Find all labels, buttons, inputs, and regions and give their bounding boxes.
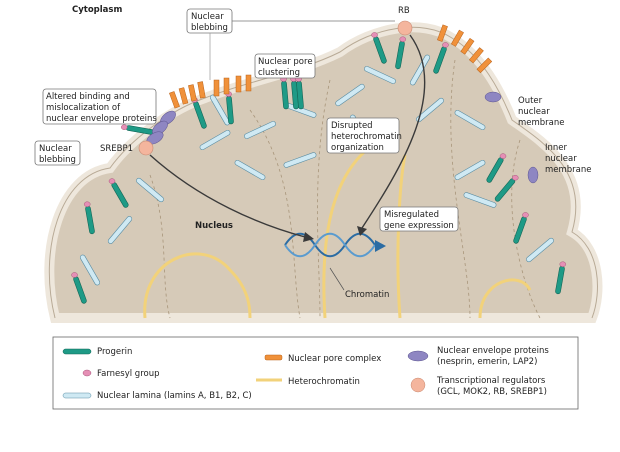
farnesyl-group <box>512 174 519 181</box>
label-nuclear-blebbing-left: Nuclear blebbing <box>34 140 81 166</box>
lamina-rod <box>335 83 365 107</box>
svg-text:Nuclear lamina (lamins A, B1,: Nuclear lamina (lamins A, B1, B2, C) <box>97 391 252 401</box>
svg-text:Disrupted: Disrupted <box>331 121 373 131</box>
svg-text:Altered binding and: Altered binding and <box>46 92 130 102</box>
svg-text:nuclear: nuclear <box>545 154 577 164</box>
farnesyl-group <box>71 272 78 278</box>
lamina-rod <box>234 159 266 181</box>
svg-text:Heterochromatin: Heterochromatin <box>288 377 360 387</box>
svg-text:Nuclear: Nuclear <box>39 144 72 154</box>
legend-regulators: Transcriptional regulators (GCL, MOK2, R… <box>410 376 547 397</box>
svg-text:Inner: Inner <box>545 143 568 153</box>
lamina-rod <box>526 237 554 263</box>
farnesyl-group <box>559 261 567 267</box>
farnesyl-group <box>108 178 116 184</box>
svg-text:Nuclear envelope proteins: Nuclear envelope proteins <box>437 346 549 356</box>
farnesyl-group <box>442 42 449 48</box>
label-outer-membrane: Outer nuclear membrane <box>518 96 565 128</box>
lamina-rod <box>463 192 497 208</box>
svg-text:Transcriptional regulators: Transcriptional regulators <box>436 376 546 386</box>
svg-text:Nuclear: Nuclear <box>191 12 224 22</box>
legend: Progerin Farnesyl group Nuclear lamina (… <box>52 336 579 410</box>
svg-text:Nuclear pore complex: Nuclear pore complex <box>288 354 381 364</box>
regulator-swatch-icon <box>410 377 426 393</box>
legend-farnesyl: Farnesyl group <box>82 369 160 379</box>
lamina-rod <box>409 54 431 86</box>
srebp1-label: SREBP1 <box>100 144 133 154</box>
label-disrupted-heterochromatin: Disrupted heterochromatin organization <box>326 117 402 154</box>
svg-text:Nuclear pore: Nuclear pore <box>258 57 313 67</box>
svg-text:Farnesyl group: Farnesyl group <box>97 369 160 379</box>
svg-text:membrane: membrane <box>545 165 592 175</box>
lamina-rod <box>364 66 396 84</box>
svg-text:membrane: membrane <box>518 118 565 128</box>
cytoplasm-label: Cytoplasm <box>72 5 122 15</box>
lamina-rod <box>107 216 133 244</box>
srebp1-regulator <box>138 140 154 156</box>
legend-progerin: Progerin <box>62 347 132 357</box>
lamina-rod <box>199 129 231 151</box>
farnesyl-group <box>499 153 507 159</box>
farnesyl-group <box>83 201 91 207</box>
lamina-rod <box>209 94 231 126</box>
farnesyl-group <box>399 36 407 42</box>
lamina-rod <box>79 254 101 286</box>
svg-text:gene expression: gene expression <box>384 221 454 231</box>
svg-text:blebbing: blebbing <box>39 155 76 165</box>
legend-pore: Nuclear pore complex <box>264 354 381 364</box>
lamina-rod <box>136 177 164 203</box>
rb-label: RB <box>398 6 410 16</box>
legend-lamina: Nuclear lamina (lamins A, B1, B2, C) <box>62 391 252 401</box>
lamina-and-progerin <box>71 32 567 304</box>
svg-text:Outer: Outer <box>518 96 543 106</box>
lamina-rod <box>244 121 276 139</box>
rb-regulator <box>397 20 413 36</box>
farnesyl-swatch-icon <box>82 369 92 377</box>
farnesyl-group <box>371 32 378 38</box>
label-altered-binding: Altered binding and mislocalization of n… <box>42 88 157 125</box>
svg-text:blebbing: blebbing <box>191 23 228 33</box>
envelope-protein-swatch-icon <box>407 350 429 362</box>
label-nuclear-pore-clustering: Nuclear pore clustering <box>254 53 316 79</box>
lamina-rod <box>454 109 486 131</box>
svg-text:(nesprin, emerin, LAP2): (nesprin, emerin, LAP2) <box>437 357 537 367</box>
svg-text:clustering: clustering <box>258 68 300 78</box>
pores <box>169 24 493 109</box>
svg-text:heterochromatin: heterochromatin <box>331 132 402 142</box>
legend-envelope-proteins: Nuclear envelope proteins (nesprin, emer… <box>407 346 549 367</box>
svg-text:mislocalization of: mislocalization of <box>46 103 121 113</box>
svg-text:(GCL, MOK2, RB, SREBP1): (GCL, MOK2, RB, SREBP1) <box>437 387 547 397</box>
arrows <box>149 34 426 238</box>
svg-text:Progerin: Progerin <box>97 347 132 357</box>
progerin-swatch-icon <box>62 348 92 355</box>
nucleus <box>44 20 603 323</box>
lamina-rod <box>283 152 317 168</box>
lamina-swatch-icon <box>62 392 92 399</box>
label-nuclear-blebbing-top: Nuclear blebbing <box>186 8 395 80</box>
label-inner-membrane: Inner nuclear membrane <box>545 143 592 175</box>
pore-swatch-icon <box>264 354 283 361</box>
svg-text:nuclear: nuclear <box>518 107 550 117</box>
farnesyl-group <box>522 212 529 218</box>
svg-text:organization: organization <box>331 143 384 153</box>
farnesyl-group <box>120 124 128 130</box>
label-misregulated-gene-expression: Misregulated gene expression <box>379 206 459 232</box>
lamina-rod <box>454 159 486 181</box>
svg-text:nuclear envelope proteins: nuclear envelope proteins <box>46 114 157 124</box>
chromatin-label: Chromatin <box>345 290 389 300</box>
svg-text:Misregulated: Misregulated <box>384 210 439 220</box>
nucleus-label: Nucleus <box>195 221 233 231</box>
legend-heterochromatin: Heterochromatin <box>256 377 360 387</box>
lamina-rod <box>416 97 444 123</box>
